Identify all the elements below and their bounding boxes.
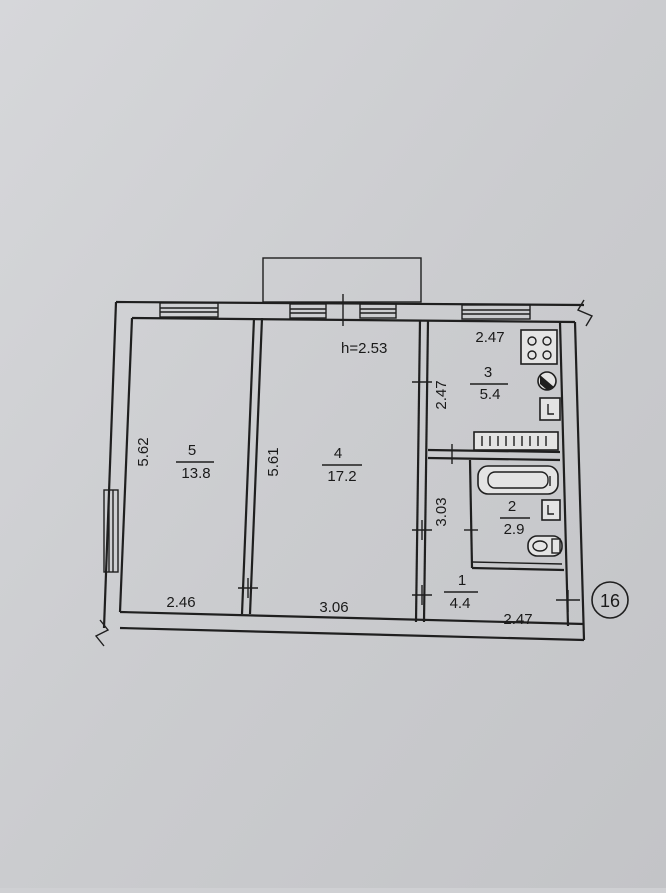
dim-bottom-room5: 2.46 [166,594,195,611]
room-4-area: 17.2 [327,468,356,485]
stove-icon [520,329,558,365]
dim-bottom-room4: 3.06 [319,599,348,616]
dim-room3-width: 2.47 [475,329,504,346]
bathroom-fixtures [473,431,563,557]
room-5-area: 13.8 [181,465,210,482]
ceiling-height-label: h=2.53 [341,340,387,357]
burner-icon [527,350,537,360]
room-2-area: 2.9 [504,521,525,538]
room-2-number: 2 [508,498,516,515]
burner-icon [542,336,552,346]
kitchen-sink-icon [539,397,561,421]
dim-room3-depth: 2.47 [433,380,450,409]
dim-corridor-depth: 3.03 [433,497,450,526]
left-window [103,489,119,573]
burner-icon [542,350,552,360]
ventilation-shaft-icon [473,431,559,451]
room-5-number: 5 [188,442,196,459]
balcony [262,257,422,303]
dim-room4-depth: 5.61 [265,447,282,476]
room-4-number: 4 [334,445,342,462]
bathtub-icon [477,465,559,495]
apartment-number-circle [591,581,629,619]
room-3-area: 5.4 [480,386,501,403]
room-3-number: 3 [484,364,492,381]
room-1-number: 1 [458,572,466,589]
kitchen-fixtures [520,329,561,421]
apartment-number: 16 [600,591,620,611]
dim-bottom-corridor: 2.47 [503,611,532,628]
room-1-area: 4.4 [450,595,471,612]
top-windows [159,294,531,326]
burner-icon [527,336,537,346]
interior-walls [240,317,565,623]
door-marks [238,381,580,612]
bathroom-sink-icon [541,499,561,521]
dim-room5-depth: 5.62 [135,437,152,466]
